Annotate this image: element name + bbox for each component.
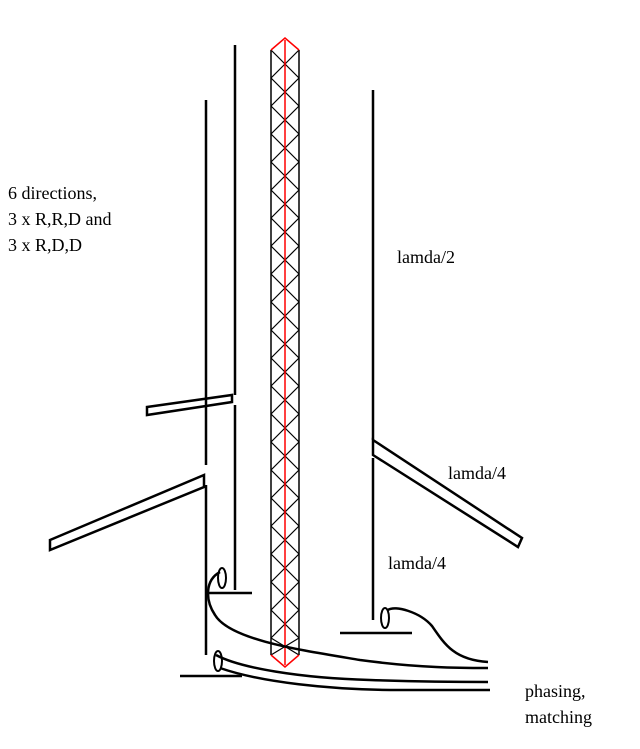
lattice-tower (270, 37, 300, 668)
feed-connector-right (380, 607, 390, 629)
phasing-line-2: matching (525, 707, 592, 727)
right-radial (371, 437, 524, 549)
feed-connector-left-lower (213, 650, 223, 672)
directions-note: 6 directions, 3 x R,R,D and 3 x R,D,D (8, 180, 112, 258)
directions-line-2: 3 x R,R,D and (8, 209, 112, 229)
phasing-note: phasing, matching (525, 678, 592, 730)
tower-top-cap (270, 37, 300, 51)
half-wave-label: lamda/2 (397, 247, 455, 267)
left-upper-radial (145, 393, 234, 417)
phasing-line-1: phasing, (525, 681, 586, 701)
feed-cable-1 (206, 570, 489, 670)
feed-cable-4 (219, 666, 490, 692)
tower-bottom-cap (270, 654, 300, 668)
quarter-wave-lower-label: lamda/4 (388, 553, 446, 573)
directions-line-3: 3 x R,D,D (8, 235, 83, 255)
left-lower-radial (48, 473, 206, 552)
feed-cable-3 (387, 607, 489, 664)
directions-line-1: 6 directions, (8, 183, 97, 203)
feed-cable-2 (215, 653, 489, 684)
quarter-wave-upper-label: lamda/4 (448, 463, 506, 483)
feed-connector-left-upper (217, 567, 227, 589)
